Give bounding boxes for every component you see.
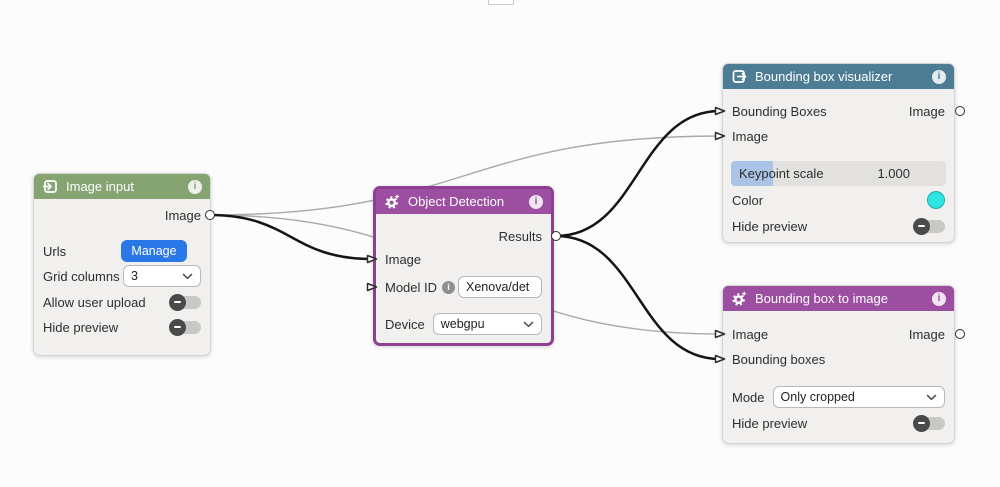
edge-imageinput-to-visualizer-image[interactable] bbox=[209, 135, 721, 216]
boundingboxes-image-row: Bounding Boxes Image bbox=[723, 98, 954, 124]
hide-preview-toggle[interactable] bbox=[913, 217, 945, 235]
results-output-row: Results bbox=[376, 223, 551, 249]
allow-user-upload-label: Allow user upload bbox=[43, 294, 146, 310]
model-id-select[interactable]: Xenova/det bbox=[458, 276, 542, 298]
info-icon[interactable]: i bbox=[932, 291, 946, 306]
info-icon[interactable]: i bbox=[529, 194, 543, 209]
node-title: Bounding box to image bbox=[755, 291, 888, 306]
model-id-info-icon[interactable]: i bbox=[442, 280, 456, 294]
image-input-label: Image bbox=[732, 128, 769, 144]
grid-columns-value: 3 bbox=[131, 269, 138, 283]
toggle-knob bbox=[169, 293, 186, 311]
hide-preview-row: Hide preview bbox=[723, 410, 954, 436]
chevron-down-icon bbox=[523, 321, 534, 327]
node-title: Object Detection bbox=[408, 194, 505, 209]
edge-results-to-visualizer-boundingboxes[interactable] bbox=[554, 109, 722, 238]
edge-imageinput-to-objectdetection-image[interactable] bbox=[208, 213, 374, 261]
info-icon[interactable]: i bbox=[932, 69, 946, 84]
node-title: Bounding box visualizer bbox=[755, 69, 893, 84]
output-label-image: Image bbox=[164, 207, 201, 223]
model-id-label: Model ID bbox=[385, 279, 438, 295]
hide-preview-toggle[interactable] bbox=[169, 318, 201, 336]
color-label: Color bbox=[732, 192, 764, 208]
toolbar-partial-element bbox=[488, 0, 514, 5]
node-bounding-box-to-image[interactable]: Bounding box to image i Image Image Boun… bbox=[722, 285, 955, 444]
info-icon[interactable]: i bbox=[188, 179, 202, 194]
mode-value: Only cropped bbox=[780, 390, 855, 404]
mode-select[interactable]: Only cropped bbox=[772, 386, 945, 408]
keypoint-scale-value: 1.000 bbox=[877, 166, 910, 181]
results-label: Results bbox=[498, 228, 542, 244]
keypoint-scale-slider[interactable]: Keypoint scale 1.000 bbox=[731, 161, 946, 186]
grid-columns-label: Grid columns bbox=[43, 268, 120, 284]
port-bboxtoimage-input-image[interactable] bbox=[714, 328, 726, 340]
device-label: Device bbox=[385, 316, 425, 332]
port-imageinput-output-image[interactable] bbox=[205, 210, 215, 220]
mode-label: Mode bbox=[732, 389, 765, 405]
port-visualizer-output-image[interactable] bbox=[955, 106, 965, 116]
node-image-input-header[interactable]: Image input i bbox=[34, 174, 210, 199]
image-image-row: Image Image bbox=[723, 321, 954, 347]
model-id-value: Xenova/det bbox=[466, 280, 530, 294]
output-box-icon bbox=[732, 70, 747, 83]
model-id-row: Model ID i Xenova/det bbox=[376, 274, 551, 300]
hide-preview-row: Hide preview bbox=[723, 213, 954, 239]
urls-row: Urls Manage bbox=[34, 238, 210, 264]
hide-preview-label: Hide preview bbox=[732, 218, 808, 234]
port-objectdetection-output-results[interactable] bbox=[551, 231, 561, 241]
image-input-row: Image bbox=[376, 246, 551, 272]
edge-results-to-bboxtoimage-boundingboxes[interactable] bbox=[554, 234, 722, 361]
allow-user-upload-row: Allow user upload bbox=[34, 289, 210, 315]
keypoint-scale-label: Keypoint scale bbox=[739, 166, 824, 181]
image-input-label: Image bbox=[385, 251, 422, 267]
device-value: webgpu bbox=[440, 317, 485, 331]
port-bboxtoimage-output-image[interactable] bbox=[955, 329, 965, 339]
chevron-down-icon bbox=[926, 394, 937, 400]
node-bounding-box-visualizer[interactable]: Bounding box visualizer i Bounding Boxes… bbox=[722, 63, 955, 243]
toggle-knob bbox=[913, 217, 930, 235]
device-select[interactable]: webgpu bbox=[432, 313, 542, 335]
port-visualizer-input-boundingboxes[interactable] bbox=[714, 105, 726, 117]
urls-label: Urls bbox=[43, 243, 67, 259]
port-objectdetection-input-modelid[interactable] bbox=[366, 281, 378, 293]
gear-sparkle-icon bbox=[732, 291, 747, 306]
port-visualizer-input-image[interactable] bbox=[714, 130, 726, 142]
image-input-row: Image bbox=[723, 123, 954, 149]
mode-row: Mode Only cropped bbox=[723, 384, 954, 410]
node-image-input[interactable]: Image input i Image Urls Manage Grid col… bbox=[33, 173, 211, 356]
port-objectdetection-input-image[interactable] bbox=[366, 253, 378, 265]
node-bounding-box-visualizer-header[interactable]: Bounding box visualizer i bbox=[723, 64, 954, 89]
bounding-boxes-row: Bounding boxes bbox=[723, 346, 954, 372]
gear-sparkle-icon bbox=[385, 194, 400, 209]
grid-columns-row: Grid columns 3 bbox=[34, 263, 210, 289]
node-object-detection-header[interactable]: Object Detection i bbox=[376, 189, 551, 214]
color-swatch[interactable] bbox=[927, 191, 945, 209]
device-row: Device webgpu bbox=[376, 311, 551, 337]
hide-preview-toggle[interactable] bbox=[913, 414, 945, 432]
allow-user-upload-toggle[interactable] bbox=[169, 293, 201, 311]
bounding-boxes-input-label: Bounding boxes bbox=[732, 351, 826, 367]
slider-fill bbox=[731, 161, 773, 186]
color-row: Color bbox=[723, 187, 954, 213]
bounding-boxes-input-label: Bounding Boxes bbox=[732, 103, 827, 119]
port-bboxtoimage-input-boundingboxes[interactable] bbox=[714, 353, 726, 365]
output-row-image: Image bbox=[34, 202, 210, 228]
image-output-label: Image bbox=[908, 103, 945, 119]
manage-button[interactable]: Manage bbox=[121, 240, 187, 262]
grid-columns-select[interactable]: 3 bbox=[123, 265, 201, 287]
toggle-knob bbox=[169, 318, 186, 336]
node-object-detection[interactable]: Object Detection i Results Image Model I… bbox=[373, 186, 554, 346]
node-bounding-box-to-image-header[interactable]: Bounding box to image i bbox=[723, 286, 954, 311]
hide-preview-row: Hide preview bbox=[34, 314, 210, 340]
chevron-down-icon bbox=[182, 273, 193, 279]
hide-preview-label: Hide preview bbox=[43, 319, 119, 335]
image-input-label: Image bbox=[732, 326, 769, 342]
node-title: Image input bbox=[66, 179, 134, 194]
image-input-icon bbox=[43, 180, 57, 193]
image-output-label: Image bbox=[908, 326, 945, 342]
hide-preview-label: Hide preview bbox=[732, 415, 808, 431]
toggle-knob bbox=[913, 414, 930, 432]
